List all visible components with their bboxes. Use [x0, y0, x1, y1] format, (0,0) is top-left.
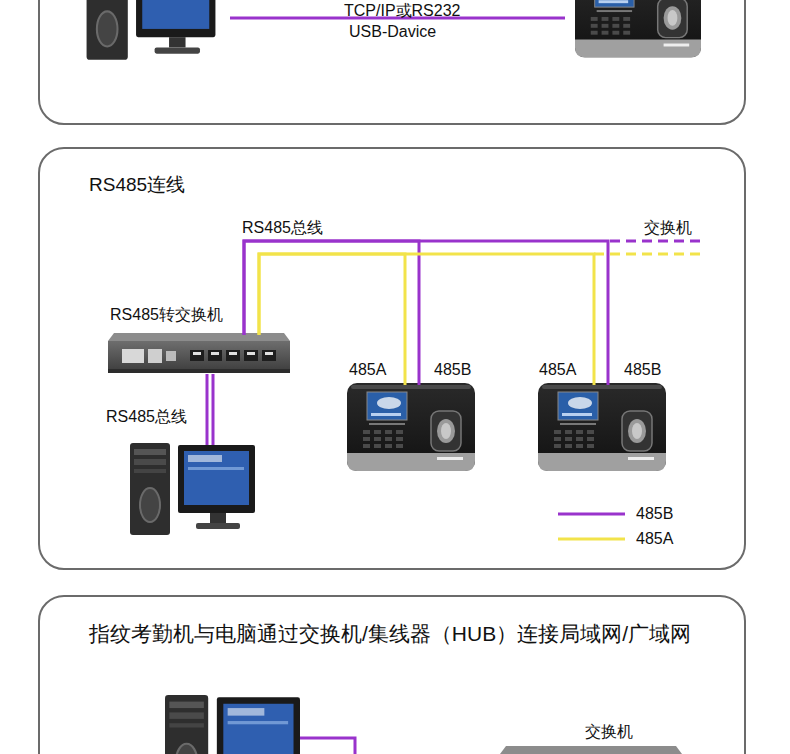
- panel-title: 指纹考勤机与电脑通过交换机/集线器（HUB）连接局域网/广域网: [89, 622, 734, 646]
- pin-label: 485B: [434, 361, 471, 379]
- legend-entry: 485B: [558, 505, 678, 525]
- link-label: USB-Davice: [349, 23, 436, 41]
- bus-wire: [259, 254, 594, 385]
- bus-label: 交换机: [644, 219, 692, 237]
- bus-wire: [259, 254, 405, 385]
- converter-box: RS485转交换机: [110, 335, 292, 375]
- bus-continuation: [610, 240, 705, 243]
- legend-entry: 485A: [558, 530, 678, 550]
- bus-line: [212, 374, 215, 447]
- panel-title: RS485连线: [89, 174, 185, 196]
- fingerprint-terminal: [347, 383, 475, 471]
- fingerprint-terminal: [575, 0, 701, 57]
- network-line: [300, 738, 355, 754]
- terminal-box: 485A485B: [540, 385, 668, 473]
- pin-label: 485B: [624, 361, 661, 379]
- legend-text: 485A: [636, 530, 673, 548]
- legend-swatch: [558, 505, 628, 525]
- computer: [87, 0, 216, 60]
- bus-line: [206, 374, 209, 447]
- computer: [165, 695, 300, 754]
- legend-text: 485B: [636, 505, 673, 523]
- panel: TCP/IP或RS232USB-Davice: [38, 0, 746, 125]
- bus-label: RS485总线: [242, 219, 323, 237]
- rs485-converter: [108, 333, 290, 373]
- network-switch: [500, 746, 682, 754]
- link-label: TCP/IP或RS232: [344, 2, 460, 20]
- panel: 指纹考勤机与电脑通过交换机/集线器（HUB）连接局域网/广域网交换机: [38, 595, 746, 754]
- bus-continuation: [594, 253, 705, 256]
- pin-label: 485A: [539, 361, 576, 379]
- computer: [130, 443, 255, 535]
- bus-wire: [244, 241, 419, 385]
- switch-box: 交换机: [502, 748, 684, 754]
- pin-label: 485A: [349, 361, 386, 379]
- terminal-box: 485A485B: [349, 385, 477, 473]
- legend-swatch: [558, 530, 628, 550]
- fingerprint-terminal: [538, 383, 666, 471]
- device-label: RS485转交换机: [110, 306, 223, 324]
- bus-label: RS485总线: [106, 408, 187, 426]
- device-label: 交换机: [585, 723, 633, 741]
- bus-wire: [244, 241, 608, 385]
